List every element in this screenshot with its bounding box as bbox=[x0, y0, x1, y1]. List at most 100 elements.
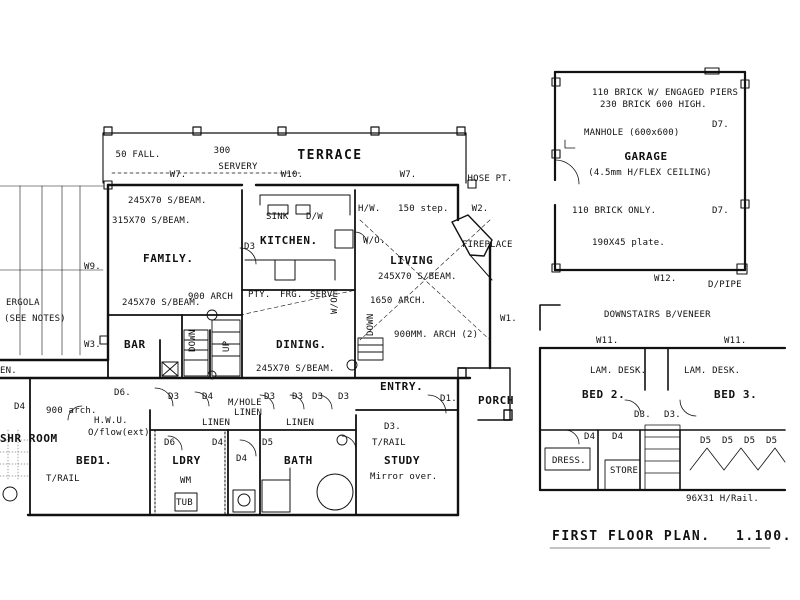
upstairs-door-tag-d5b: D5 bbox=[722, 436, 734, 446]
tub-note: TUB bbox=[176, 498, 193, 508]
beam-note-3: 245X70 S/BEAM. bbox=[378, 272, 457, 282]
beam-note-1: 245X70 S/BEAM. bbox=[128, 196, 207, 206]
kitchen-fittings bbox=[244, 194, 354, 281]
pergola-outline bbox=[0, 185, 104, 356]
garage-ceiling-note: (4.5mm H/FLEX CEILING) bbox=[588, 168, 712, 178]
plan-scale: 1.100. bbox=[736, 529, 792, 544]
arch-note-2: 1650 ARCH. bbox=[370, 296, 427, 306]
door-tag-d4a: D4 bbox=[202, 392, 214, 402]
fireplace-symbol bbox=[451, 214, 493, 257]
window-tag-w7a: W7. bbox=[169, 170, 187, 180]
door-tag-d3f: D3 bbox=[338, 392, 350, 402]
window-tag-w2: W2. bbox=[471, 204, 489, 214]
family-label: FAMILY. bbox=[143, 252, 194, 265]
servery-number: 300 bbox=[213, 146, 231, 156]
hose-point-note: HOSE PT. bbox=[467, 174, 513, 184]
upstairs-door-swings bbox=[564, 399, 786, 471]
garage-label: GARAGE bbox=[624, 150, 668, 163]
garage-downpipe-note: D/PIPE bbox=[708, 280, 742, 290]
garage-door-tag-d7b: D7. bbox=[712, 206, 729, 216]
wall-opening-note: W/O bbox=[330, 297, 340, 314]
upstairs-stairs bbox=[644, 424, 681, 491]
hot-water-note: H/W. bbox=[358, 204, 381, 214]
linen-label-2: LINEN bbox=[234, 408, 263, 418]
towel-rail-note-1: T/RAIL bbox=[372, 438, 406, 448]
door-tag-d3b: D3 bbox=[168, 392, 180, 402]
upstairs-window-tag-w11a: W11. bbox=[596, 336, 619, 346]
upstairs-internal-walls bbox=[539, 347, 786, 491]
garage-window-tag-w12: W12. bbox=[654, 274, 677, 284]
overflow-note: O/flow(ext) bbox=[88, 428, 150, 438]
store-label: STORE bbox=[610, 466, 639, 476]
garage-wall-note-2: 230 BRICK 600 HIGH. bbox=[600, 100, 707, 110]
internal-walls bbox=[29, 189, 459, 516]
bath-label: BATH bbox=[284, 454, 313, 467]
door-tag-d3c: D3 bbox=[264, 392, 276, 402]
garage-piers bbox=[551, 67, 750, 275]
dining-label: DINING. bbox=[276, 338, 327, 351]
bar-label: BAR bbox=[124, 338, 146, 351]
garage-wall-note-1: 110 BRICK W/ ENGAGED PIERS bbox=[592, 88, 739, 98]
manhole-note: M/HOLE bbox=[228, 398, 262, 408]
upstairs-door-tag-d5d: D5 bbox=[766, 436, 778, 446]
porch-label: PORCH bbox=[478, 394, 515, 407]
pergola-label: ERGOLA bbox=[6, 298, 40, 308]
linen-label-1: LINEN bbox=[202, 418, 231, 428]
garage-plan bbox=[551, 67, 750, 275]
window-tag-w3: W3. bbox=[84, 340, 101, 350]
dress-fitting bbox=[544, 447, 591, 471]
laundry-label: LDRY bbox=[172, 454, 201, 467]
door-tag-d3d: D3 bbox=[292, 392, 304, 402]
door-tag-d6b: D6 bbox=[164, 438, 176, 448]
upstairs-corner-marker bbox=[539, 304, 561, 331]
serve-note: SERVE bbox=[310, 290, 339, 300]
bed3-label: BED 3. bbox=[714, 388, 758, 401]
upstairs-door-tag-d3a: D3. bbox=[634, 410, 651, 420]
arch-note-1: 900 ARCH bbox=[188, 292, 233, 302]
garage-brick-note: 110 BRICK ONLY. bbox=[572, 206, 657, 216]
stairs-down-note: DOWN bbox=[188, 329, 198, 352]
bed1-label: BED1. bbox=[76, 454, 113, 467]
window-tag-w9: W9. bbox=[84, 262, 101, 272]
terrace-label: TERRACE bbox=[297, 148, 363, 163]
window-tag-w7b: W7. bbox=[399, 170, 417, 180]
terrace-posts bbox=[103, 126, 466, 136]
upstairs-desk-note-1: LAM. DESK. bbox=[590, 366, 647, 376]
door-swings bbox=[67, 231, 447, 457]
servery-note: SERVERY bbox=[218, 162, 258, 172]
towel-rail-note-2: T/RAIL bbox=[46, 474, 80, 484]
upstairs-door-tag-d3b: D3. bbox=[664, 410, 681, 420]
kitchen-label: KITCHEN. bbox=[260, 234, 318, 247]
store-fitting bbox=[604, 459, 641, 491]
hot-water-unit-note: H.W.U. bbox=[94, 416, 128, 426]
door-tag-d1: D1. bbox=[440, 394, 457, 404]
door-tag-d3g: D3. bbox=[384, 422, 401, 432]
upstairs-heading: DOWNSTAIRS B/VENEER bbox=[604, 310, 711, 320]
fireplace-label: FIREPLACE bbox=[462, 240, 513, 250]
beam-note-5: 245X70 S/BEAM. bbox=[256, 364, 335, 374]
living-label: LIVING bbox=[390, 254, 434, 267]
plan-title: FIRST FLOOR PLAN. bbox=[552, 529, 711, 544]
arch-note-3: 900MM. ARCH (2) bbox=[394, 330, 479, 340]
door-tag-d3e: D3 bbox=[312, 392, 324, 402]
light-points bbox=[206, 309, 358, 446]
entry-label: ENTRY. bbox=[380, 380, 424, 393]
study-label: STUDY bbox=[384, 454, 421, 467]
en-note: EN. bbox=[0, 366, 17, 376]
garage-plate-note: 190X45 plate. bbox=[592, 238, 666, 248]
sink-note: SINK bbox=[266, 212, 289, 222]
exterior-walls bbox=[0, 183, 492, 517]
fridge-note: FRG. bbox=[280, 290, 303, 300]
bathroom-fittings bbox=[2, 429, 354, 516]
porch-outline bbox=[457, 367, 513, 421]
door-tag-d3a: D3 bbox=[244, 242, 256, 252]
garage-manhole-note: MANHOLE (600x600) bbox=[584, 128, 680, 138]
window-tag-w10: W10. bbox=[280, 170, 304, 180]
upstairs-plan bbox=[538, 304, 787, 492]
handrail-note: 96X31 H/Rail. bbox=[686, 494, 760, 504]
pergola-note: (SEE NOTES) bbox=[4, 314, 66, 324]
upstairs-door-tag-d4a: D4 bbox=[584, 432, 596, 442]
upstairs-desk-note-2: LAM. DESK. bbox=[684, 366, 741, 376]
dress-label: DRESS. bbox=[552, 456, 586, 466]
